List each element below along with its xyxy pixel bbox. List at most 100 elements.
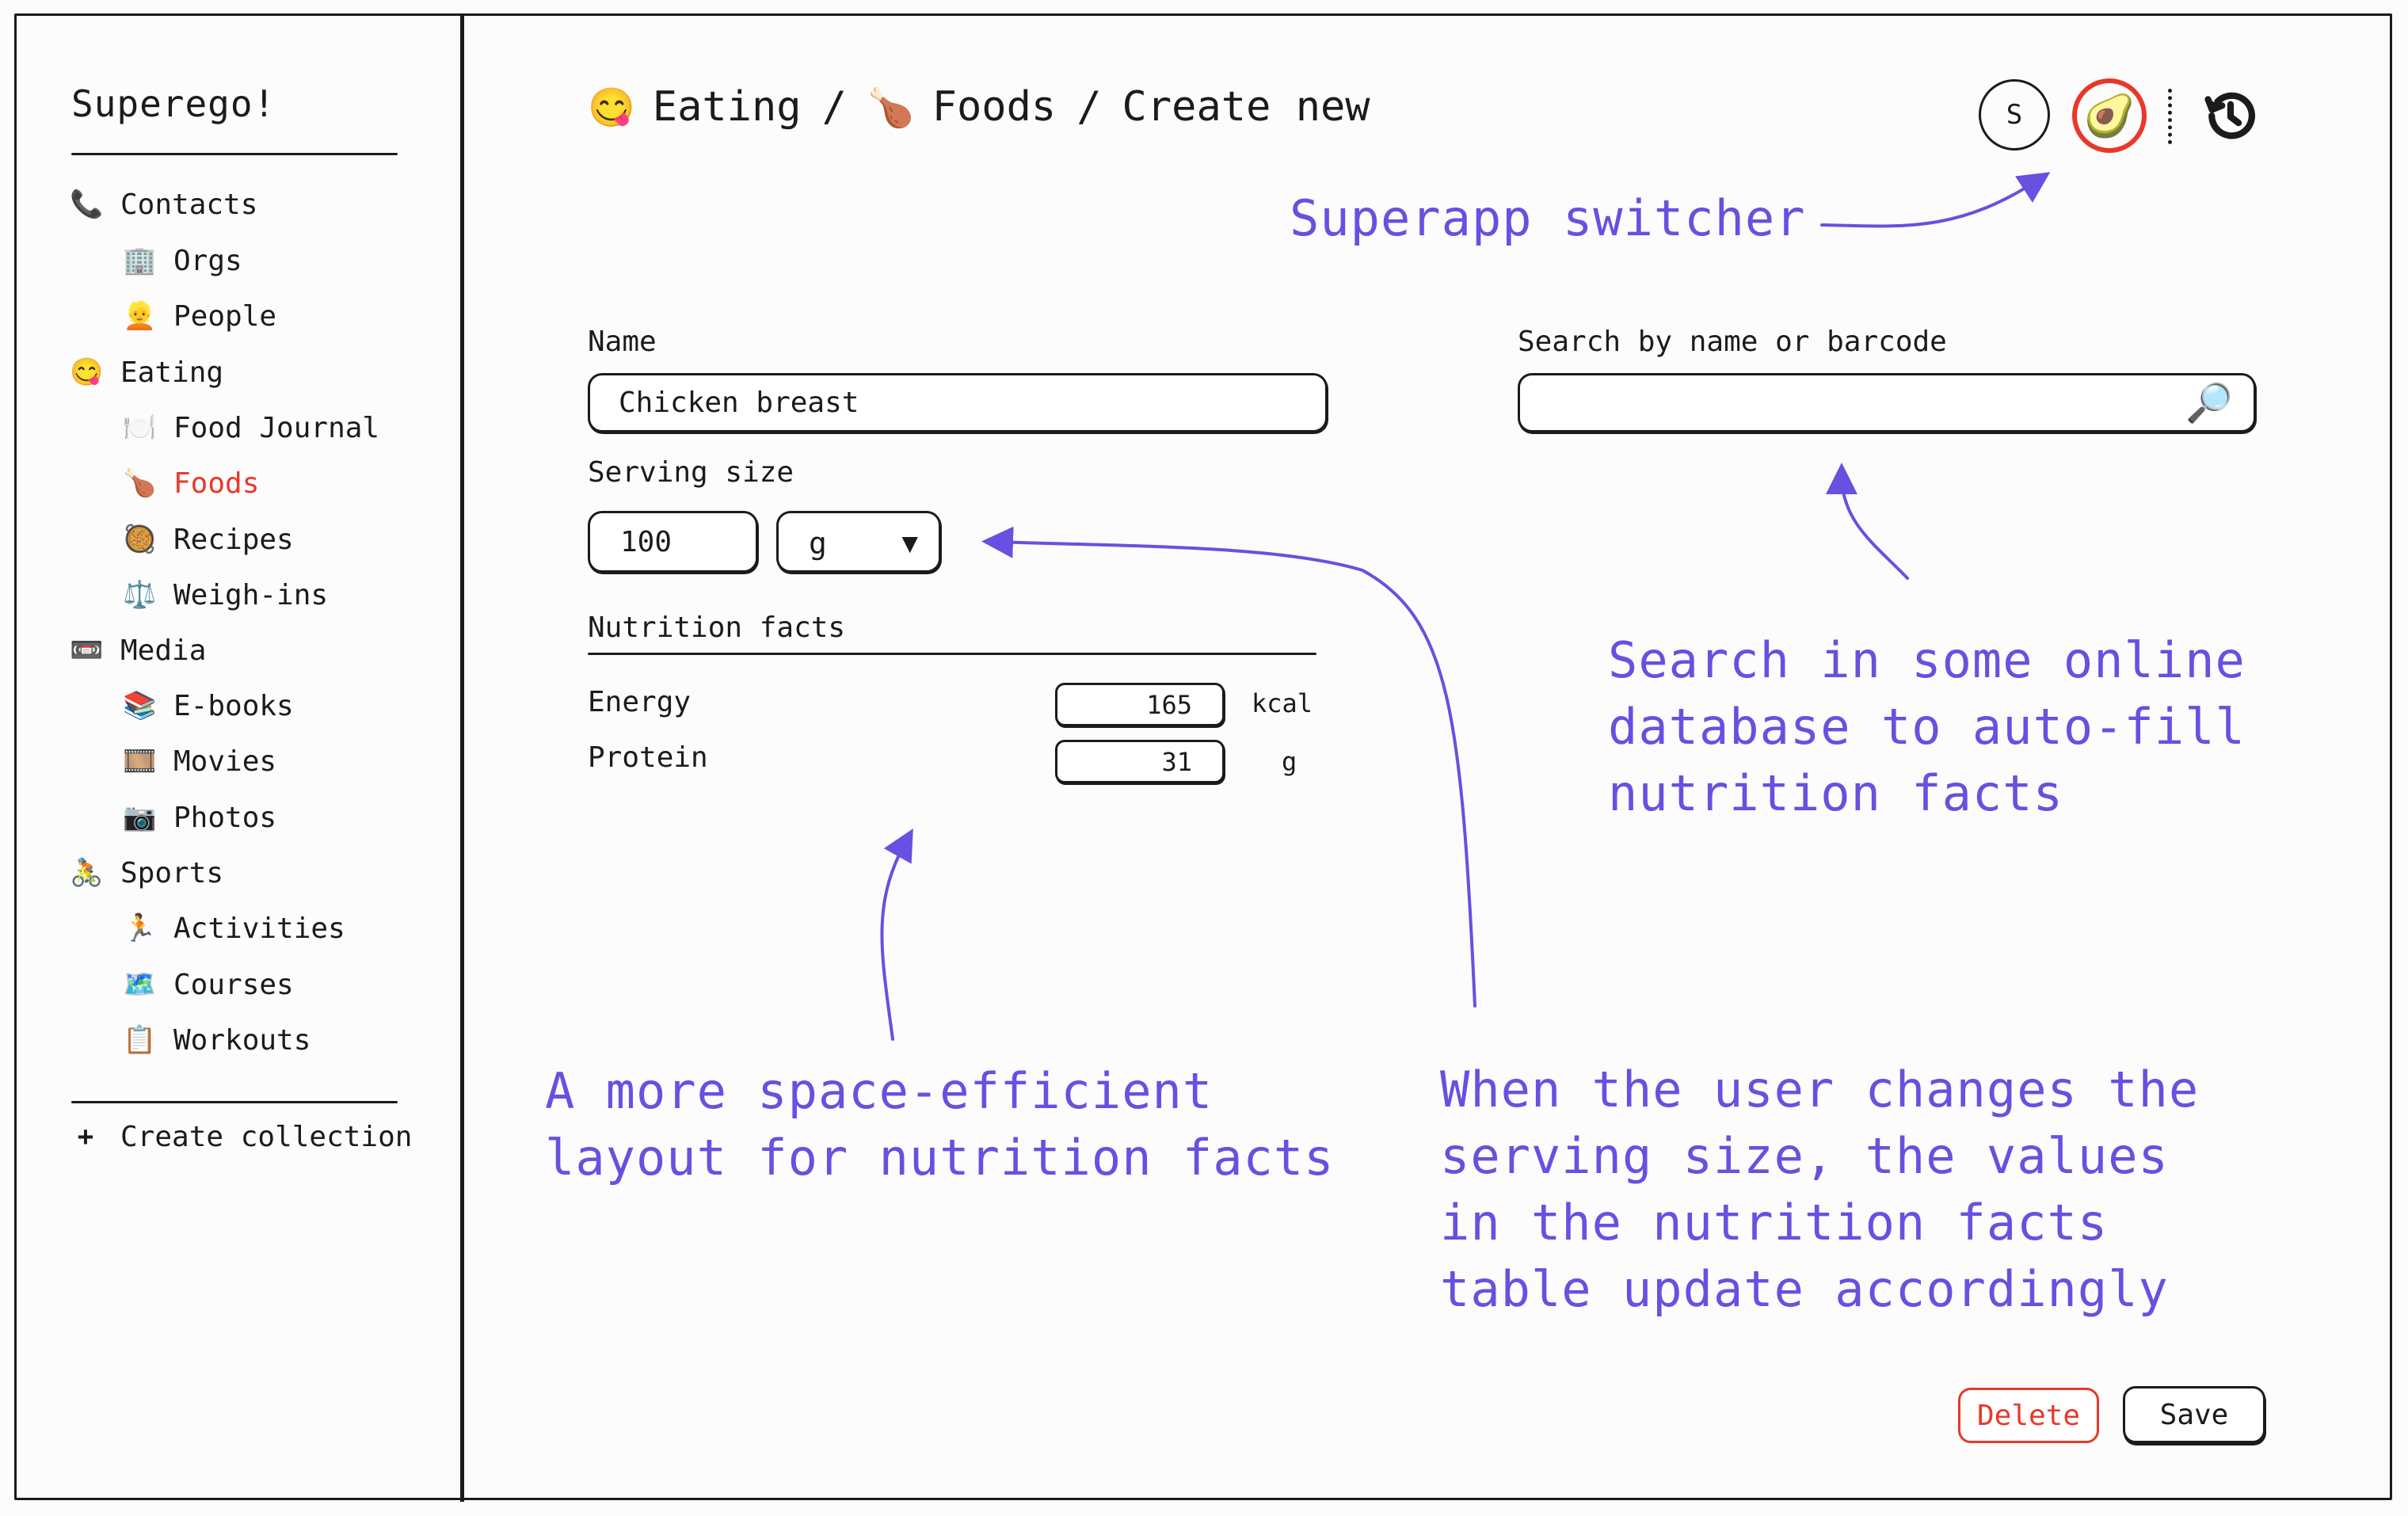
breadcrumb-foods[interactable]: Foods <box>932 83 1057 131</box>
protein-input[interactable] <box>1057 742 1222 781</box>
energy-field-container <box>1055 683 1225 726</box>
sidebar-item-label: Recipes <box>173 523 294 556</box>
avocado-icon: 🥑 <box>2083 92 2136 140</box>
name-input[interactable] <box>590 375 1325 430</box>
nutrition-row-label-energy: Energy <box>588 686 692 718</box>
camera-icon: 📷 <box>123 802 157 833</box>
breadcrumb-eating[interactable]: Eating <box>652 83 802 131</box>
plate-cutlery-icon: 🍽️ <box>123 412 157 444</box>
sidebar-divider <box>460 13 464 1502</box>
search-input[interactable] <box>1520 375 2254 430</box>
office-building-icon: 🏢 <box>123 245 157 276</box>
sidebar-item-workouts[interactable]: 📋 Workouts <box>123 1016 311 1064</box>
avatar-letter: S <box>2006 99 2023 131</box>
history-button[interactable] <box>2199 84 2262 147</box>
scales-icon: ⚖️ <box>123 579 157 611</box>
sidebar-bottom-divider <box>71 1101 398 1103</box>
chevron-down-icon: ▼ <box>901 528 918 559</box>
sidebar-item-media[interactable]: 📼 Media <box>70 627 206 674</box>
magnifier-icon[interactable]: 🔎 <box>2185 381 2233 425</box>
sidebar-item-label: Courses <box>173 968 294 1001</box>
nutrition-facts-divider <box>588 653 1316 655</box>
breadcrumb-separator: / <box>1076 83 1102 131</box>
delete-button[interactable]: Delete <box>1958 1388 2099 1443</box>
nutrition-row-label-protein: Protein <box>588 741 708 774</box>
sidebar-item-label: Weigh-ins <box>173 578 329 611</box>
breadcrumb-create-new: Create new <box>1122 83 1370 131</box>
sidebar-item-orgs[interactable]: 🏢 Orgs <box>123 237 242 284</box>
sidebar-item-label: Activities <box>173 912 345 945</box>
annotation-search-autofill: Search in some online database to auto-f… <box>1608 631 2246 822</box>
world-map-icon: 🗺️ <box>123 969 157 1000</box>
sidebar-title-divider <box>71 153 398 155</box>
arrow-to-search <box>1826 463 1909 580</box>
breadcrumb-separator: / <box>821 83 847 131</box>
search-field-container: 🔎 <box>1518 373 2256 432</box>
sidebar-item-label: Workouts <box>173 1023 311 1057</box>
sidebar-item-label: Eating <box>120 356 224 389</box>
poultry-leg-icon: 🍗 <box>867 85 915 130</box>
sidebar-item-eating[interactable]: 😋 Eating <box>70 349 223 396</box>
energy-unit: kcal <box>1252 688 1313 718</box>
sidebar-item-food-journal[interactable]: 🍽️ Food Journal <box>123 404 379 451</box>
film-frames-icon: 🎞️ <box>123 745 157 777</box>
energy-input[interactable] <box>1057 685 1222 724</box>
protein-unit: g <box>1282 747 1297 777</box>
runner-icon: 🏃 <box>123 912 157 944</box>
save-button[interactable]: Save <box>2123 1386 2265 1443</box>
sidebar-item-label: Orgs <box>173 244 242 277</box>
app-title: Superego! <box>71 82 276 125</box>
sidebar-item-weigh-ins[interactable]: ⚖️ Weigh-ins <box>123 571 328 619</box>
sidebar-item-people[interactable]: 👱 People <box>123 292 276 340</box>
sidebar-item-label: Movies <box>173 745 277 778</box>
arrow-to-nutrition-facts <box>880 828 913 1041</box>
sidebar-item-label: Contacts <box>120 188 258 221</box>
name-label: Name <box>588 326 657 358</box>
arrow-to-serving-size <box>981 526 1476 1007</box>
sidebar-item-label: E-books <box>173 689 294 722</box>
sidebar-item-activities[interactable]: 🏃 Activities <box>123 905 345 952</box>
create-collection-button[interactable]: + Create collection <box>70 1113 413 1160</box>
person-icon: 👱 <box>123 300 157 332</box>
create-collection-label: Create collection <box>120 1120 413 1153</box>
sidebar-item-label: Food Journal <box>173 411 380 444</box>
paella-pan-icon: 🥘 <box>123 524 157 555</box>
app-window-frame <box>14 13 2392 1500</box>
sidebar-item-sports[interactable]: 🚴 Sports <box>70 849 223 897</box>
annotation-serving-size-update: When the user changes the serving size, … <box>1440 1061 2200 1318</box>
books-icon: 📚 <box>123 690 157 722</box>
sidebar-item-e-books[interactable]: 📚 E-books <box>123 682 294 729</box>
avatar[interactable]: S <box>1979 79 2050 150</box>
sidebar-item-movies[interactable]: 🎞️ Movies <box>123 737 276 785</box>
serving-amount-input[interactable] <box>590 513 756 570</box>
name-field-container <box>588 373 1328 432</box>
sidebar-item-label: Media <box>120 634 207 667</box>
serving-size-label: Serving size <box>588 456 794 489</box>
yum-face-icon: 😋 <box>70 356 104 388</box>
superapp-switcher-button[interactable]: 🥑 <box>2072 78 2147 153</box>
protein-field-container <box>1055 740 1225 783</box>
yum-face-icon: 😋 <box>588 85 635 130</box>
breadcrumb: 😋 Eating / 🍗 Foods / Create new <box>588 79 1370 135</box>
sidebar-item-label: Photos <box>173 801 277 834</box>
sidebar-item-label: Foods <box>173 467 260 500</box>
poultry-leg-icon: 🍗 <box>123 467 157 499</box>
sidebar-item-foods[interactable]: 🍗 Foods <box>123 459 259 507</box>
sidebar-item-contacts[interactable]: 📞 Contacts <box>70 181 257 228</box>
sidebar-item-label: People <box>173 299 277 333</box>
annotation-superapp-switcher: Superapp switcher <box>1290 189 1806 247</box>
serving-unit-value: g <box>809 526 827 561</box>
nutrition-facts-title: Nutrition facts <box>588 611 846 644</box>
cyclist-icon: 🚴 <box>70 857 104 889</box>
sidebar-item-photos[interactable]: 📷 Photos <box>123 794 276 841</box>
sidebar-item-recipes[interactable]: 🥘 Recipes <box>123 516 294 563</box>
serving-unit-select[interactable]: g ▼ <box>776 511 941 573</box>
clipboard-icon: 📋 <box>123 1024 157 1056</box>
sidebar-item-courses[interactable]: 🗺️ Courses <box>123 961 294 1008</box>
telephone-icon: 📞 <box>70 189 104 220</box>
videocassette-icon: 📼 <box>70 634 104 666</box>
header-dotted-divider <box>2168 89 2172 144</box>
annotation-space-efficient-layout: A more space-efficient layout for nutrit… <box>545 1062 1335 1187</box>
sidebar-item-label: Sports <box>120 856 224 889</box>
